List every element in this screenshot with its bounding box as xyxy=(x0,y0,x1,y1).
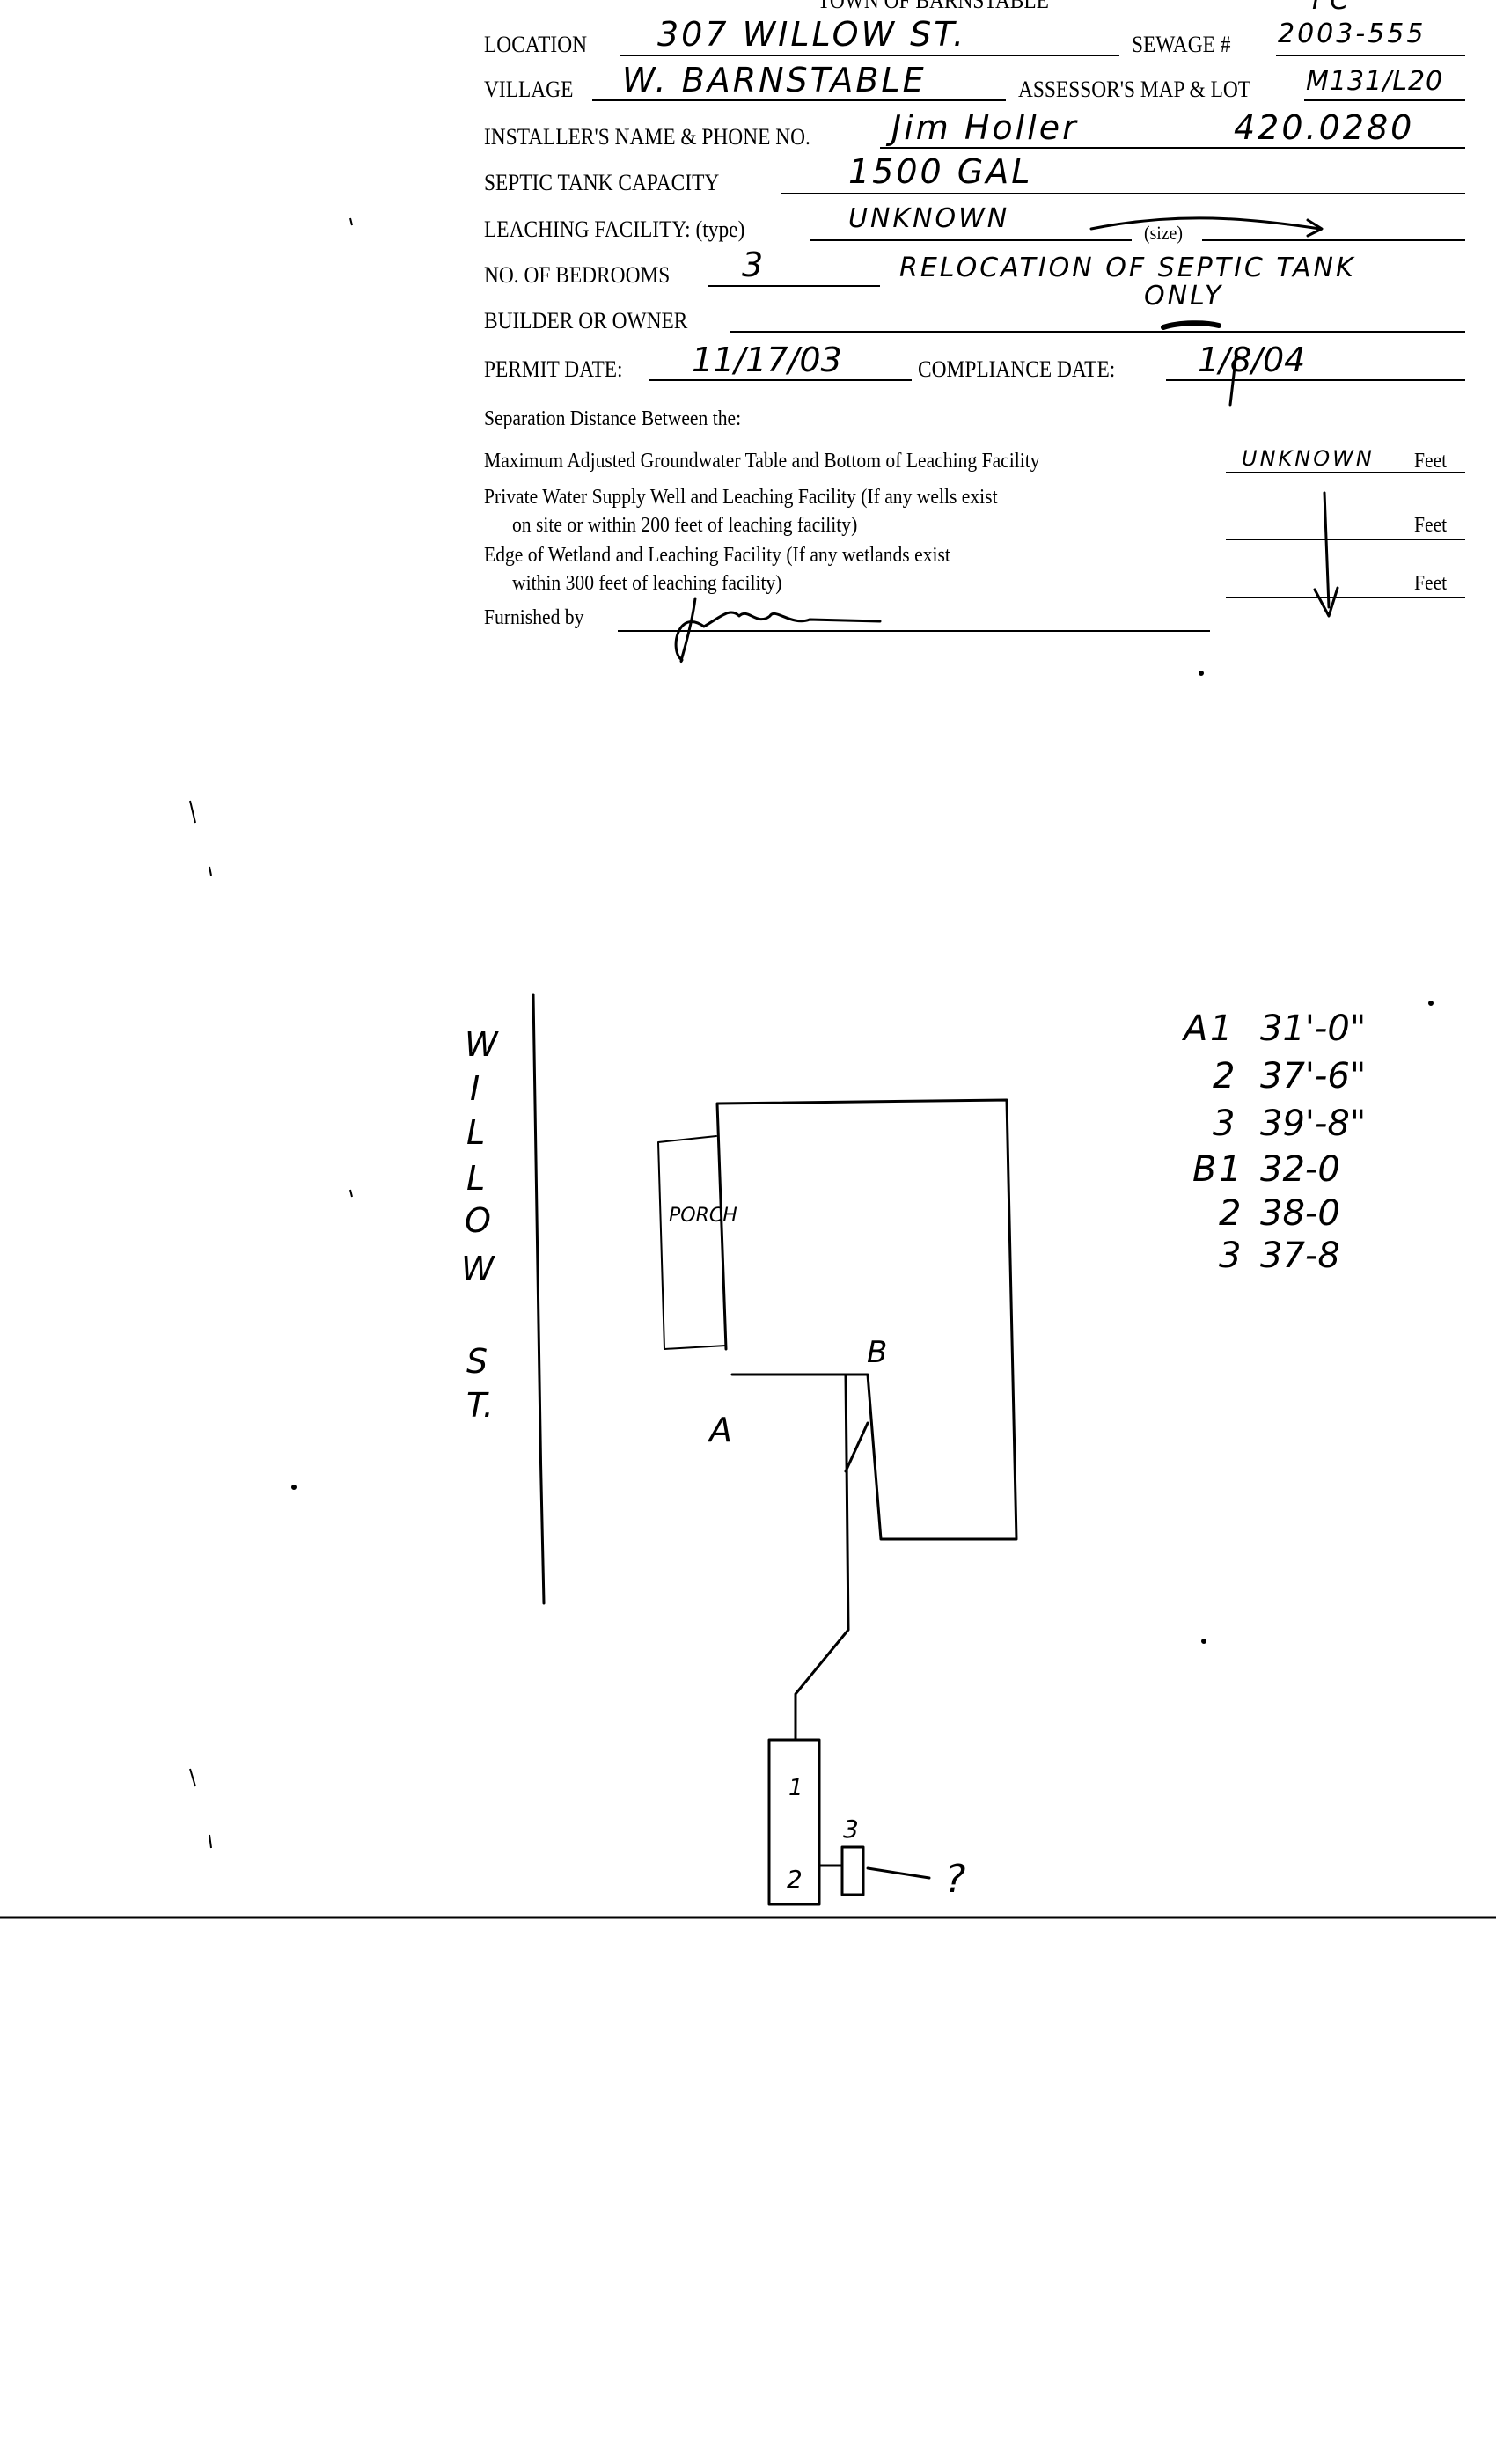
date-slash-mark xyxy=(1228,350,1238,407)
village-line xyxy=(592,99,1006,101)
size-arrow-icon xyxy=(1089,216,1324,238)
compliance-label: COMPLIANCE DATE: xyxy=(918,356,1116,382)
porch-label: PORCH xyxy=(669,1205,737,1227)
sewage-label: SEWAGE # xyxy=(1132,32,1231,57)
porch-outline xyxy=(657,1135,727,1350)
map-lot-label: ASSESSOR'S MAP & LOT xyxy=(1018,77,1251,102)
wetland-label-1: Edge of Wetland and Leaching Facility (I… xyxy=(484,544,950,567)
installer-label: INSTALLER'S NAME & PHONE NO. xyxy=(484,124,810,150)
tank-compartment-2: 2 xyxy=(787,1865,803,1894)
compliance-line xyxy=(1166,379,1465,381)
size-line xyxy=(1202,239,1465,241)
measure-num: 3 xyxy=(1219,1236,1241,1276)
bedrooms-value: 3 xyxy=(742,246,766,284)
size-label: (size) xyxy=(1144,222,1183,244)
measure-num: 2 xyxy=(1219,1193,1241,1234)
street-letter: T. xyxy=(466,1386,494,1425)
form-title: TOWN OF BARNSTABLE xyxy=(818,0,1049,13)
location-label: LOCATION xyxy=(484,32,587,57)
groundwater-feet: Feet xyxy=(1414,450,1448,473)
house-outline xyxy=(715,1098,1018,1541)
sewage-value: 2003-555 xyxy=(1278,18,1426,49)
bedrooms-label: NO. OF BEDROOMS xyxy=(484,262,671,288)
furnished-label: Furnished by xyxy=(484,606,584,629)
leaching-line xyxy=(810,239,1132,241)
corner-mark: FC xyxy=(1312,0,1352,16)
well-label-1: Private Water Supply Well and Leaching F… xyxy=(484,486,998,509)
measure-dist: 32-0 xyxy=(1260,1149,1340,1190)
bedrooms-line xyxy=(708,285,880,287)
distribution-box xyxy=(840,1845,865,1896)
tank-compartment-1: 1 xyxy=(788,1775,803,1801)
street-letter: L xyxy=(466,1113,485,1152)
groundwater-value: UNKNOWN xyxy=(1242,446,1375,471)
capacity-line xyxy=(781,193,1465,194)
septic-tank xyxy=(767,1738,821,1906)
scan-specks xyxy=(189,217,1434,1849)
builder-label: BUILDER OR OWNER xyxy=(484,308,688,334)
groundwater-label: Maximum Adjusted Groundwater Table and B… xyxy=(484,450,1040,473)
leaching-label: LEACHING FACILITY: (type) xyxy=(484,216,745,242)
well-line xyxy=(1226,539,1465,540)
location-value: 307 WILLOW ST. xyxy=(657,15,967,54)
measure-dist: 38-0 xyxy=(1260,1193,1340,1234)
note-line-2: ONLY xyxy=(1144,281,1224,312)
street-letter: W xyxy=(465,1025,499,1064)
measure-point: B xyxy=(1192,1149,1216,1190)
down-arrow-icon xyxy=(1313,491,1339,618)
map-lot-line xyxy=(1304,99,1465,101)
measure-num: 2 xyxy=(1213,1056,1235,1096)
box-label-3: 3 xyxy=(843,1815,859,1844)
pipe-line xyxy=(794,1373,869,1742)
outlet-line xyxy=(866,1866,931,1880)
unknown-label: ? xyxy=(945,1857,965,1902)
note-line-1: RELOCATION OF SEPTIC TANK xyxy=(899,253,1356,283)
measurement-table: A 1 31'-0" 2 37'-6" 3 39'-8" B 1 32-0 2 … xyxy=(1181,1008,1366,1276)
street-letter: L xyxy=(466,1159,485,1198)
point-b-label: B xyxy=(867,1335,887,1370)
measure-dist: 31'-0" xyxy=(1260,1008,1366,1049)
measure-num: 1 xyxy=(1219,1149,1241,1190)
well-label-2: on site or within 200 feet of leaching f… xyxy=(512,514,858,537)
street-letter: I xyxy=(470,1069,480,1108)
measure-point: A xyxy=(1181,1008,1207,1049)
measure-dist: 37'-6" xyxy=(1260,1056,1366,1096)
compliance-value: 1/8/04 xyxy=(1198,341,1306,379)
street-letter: S xyxy=(466,1342,488,1381)
street-letter: O xyxy=(465,1201,491,1240)
permit-label: PERMIT DATE: xyxy=(484,356,623,382)
street-letter: W xyxy=(461,1250,495,1288)
well-feet: Feet xyxy=(1414,514,1448,537)
map-lot-value: M131/L20 xyxy=(1306,66,1444,97)
measure-num: 3 xyxy=(1213,1104,1235,1144)
street-line xyxy=(532,993,546,1605)
signature-mark xyxy=(674,597,882,664)
builder-line xyxy=(730,331,1465,333)
wetland-line xyxy=(1226,597,1465,598)
wetland-label-2: within 300 feet of leaching facility) xyxy=(512,572,782,595)
location-line xyxy=(620,55,1119,56)
measure-dist: 37-8 xyxy=(1260,1236,1340,1276)
installer-name: Jim Holler xyxy=(891,108,1079,147)
groundwater-line xyxy=(1226,472,1465,473)
measure-dist: 39'-8" xyxy=(1260,1104,1366,1144)
measure-num: 1 xyxy=(1210,1008,1232,1049)
separation-heading: Separation Distance Between the: xyxy=(484,407,742,430)
capacity-value: 1500 GAL xyxy=(848,152,1033,191)
permit-value: 11/17/03 xyxy=(692,341,842,379)
sewage-line xyxy=(1276,55,1465,56)
point-a-label: A xyxy=(707,1411,732,1449)
installer-phone: 420.0280 xyxy=(1234,108,1415,147)
permit-line xyxy=(649,379,912,381)
village-value: W. BARNSTABLE xyxy=(622,61,927,99)
wetland-feet: Feet xyxy=(1414,572,1448,595)
leaching-value: UNKNOWN xyxy=(848,203,1010,234)
capacity-label: SEPTIC TANK CAPACITY xyxy=(484,170,720,195)
furnished-line xyxy=(618,630,1210,632)
village-label: VILLAGE xyxy=(484,77,574,102)
installer-line xyxy=(880,147,1465,149)
only-underline-mark xyxy=(1161,320,1221,330)
